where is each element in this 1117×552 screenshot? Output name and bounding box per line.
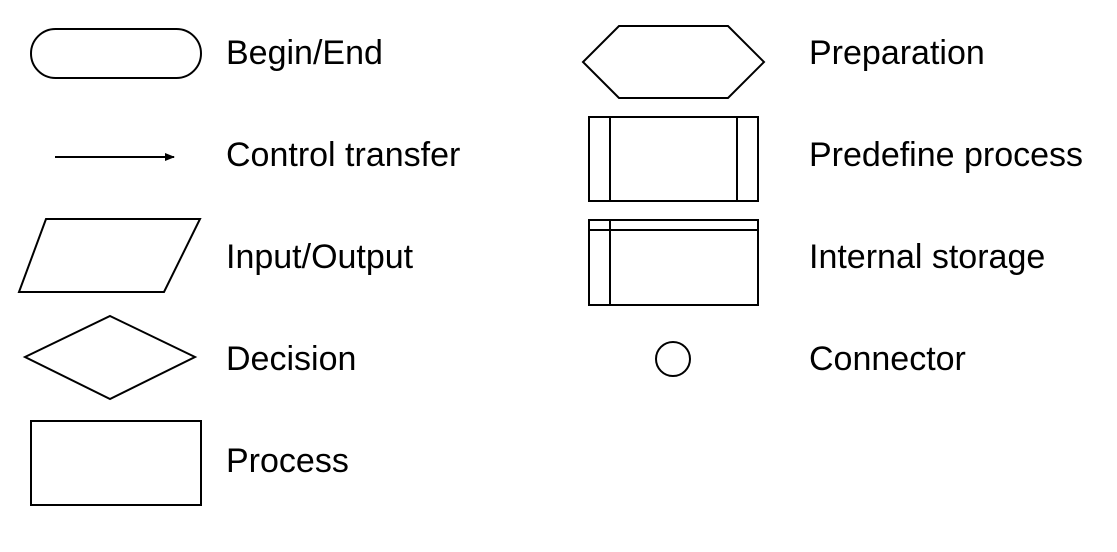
- legend-label-predefine-process: Predefine process: [809, 136, 1083, 174]
- terminal-symbol: [30, 28, 202, 79]
- legend-item-connector: Connector: [655, 340, 966, 378]
- legend-label-connector: Connector: [809, 340, 966, 378]
- legend-label-internal-storage: Internal storage: [809, 238, 1045, 276]
- legend-item-internal-storage: Internal storage: [588, 219, 1045, 306]
- rectangle-symbol: [30, 420, 202, 506]
- legend-item-preparation: Preparation: [581, 25, 985, 99]
- legend-item-predefine-process: Predefine process: [588, 116, 1083, 202]
- legend-item-control-transfer: Control transfer: [55, 136, 460, 174]
- legend-label-control-transfer: Control transfer: [226, 136, 460, 174]
- legend-label-process: Process: [226, 442, 349, 480]
- legend-item-input-output: Input/Output: [17, 218, 414, 293]
- legend-item-decision: Decision: [22, 314, 356, 401]
- internal-storage-symbol: [588, 219, 759, 306]
- diamond-symbol: [22, 314, 198, 401]
- parallelogram-symbol: [17, 218, 202, 293]
- hexagon-symbol: [581, 25, 766, 99]
- predefined-process-symbol: [588, 116, 759, 202]
- legend-label-preparation: Preparation: [809, 34, 985, 72]
- legend-item-begin-end: Begin/End: [30, 28, 383, 79]
- circle-symbol: [655, 341, 691, 377]
- legend-label-decision: Decision: [226, 340, 356, 378]
- legend-label-begin-end: Begin/End: [226, 34, 383, 72]
- legend-label-input-output: Input/Output: [226, 238, 414, 276]
- legend-item-process: Process: [30, 420, 349, 506]
